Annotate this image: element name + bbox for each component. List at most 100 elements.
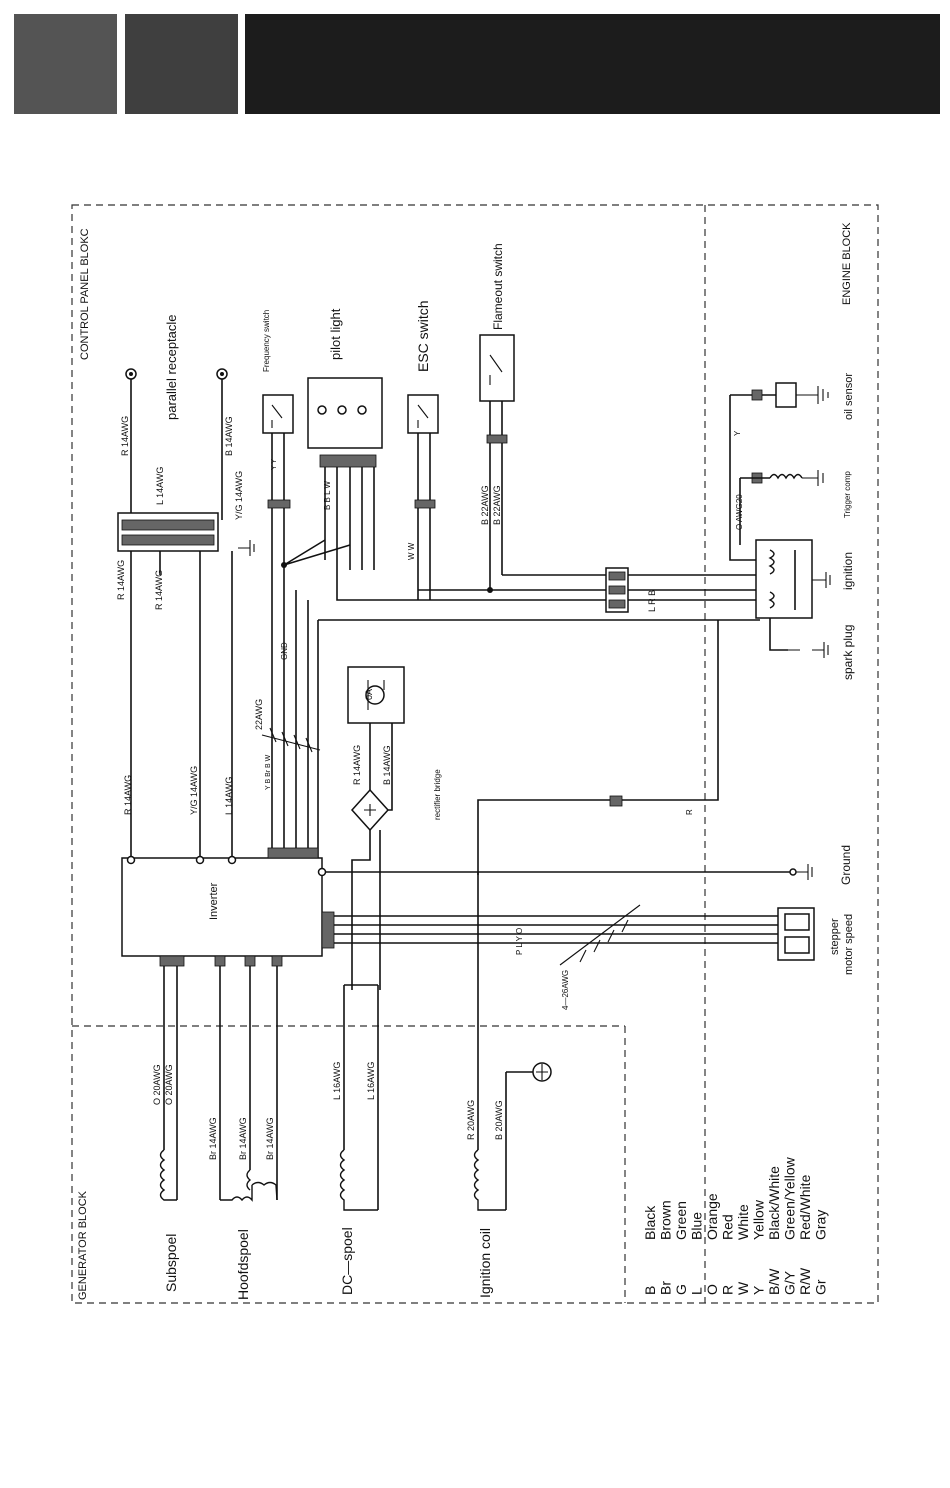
wire-bundle-ticks [261, 727, 321, 753]
subspoel-coil [159, 1149, 177, 1201]
flameout-switch-box [479, 334, 515, 402]
ignition-coil-label: Ignition coil [477, 1228, 493, 1298]
receptacle-ground [238, 540, 255, 556]
inverter-terminal-yg [195, 855, 205, 865]
legend-color-name: Gray [813, 1210, 829, 1240]
ground-line [326, 864, 813, 880]
flameout-switch-contact [489, 354, 503, 385]
hoofdspoel-label: Hoofdspoel [235, 1229, 251, 1300]
legend-code: R/W [797, 1267, 813, 1295]
stepper-label-line1: stepper [829, 918, 841, 955]
inverter-main-connector-1 [214, 955, 226, 967]
hoofdspoel [219, 966, 278, 1202]
engine-bus [281, 539, 760, 860]
color-legend: BBlackBrBrownGGreenLBlueOOrangeRRedWWhit… [642, 1156, 829, 1295]
legend-color-name: Black/White [766, 1166, 782, 1240]
stepper-bundle-ticks [559, 904, 641, 966]
frequency-switch-label: Frequency switch [262, 310, 271, 372]
receptacle-terminal-2-dot [220, 372, 224, 376]
esc-wire-label: W W [407, 542, 416, 560]
ignition-coil-winding [473, 1149, 506, 1211]
receptacle-terminal-1-dot [129, 372, 133, 376]
inverter-box [121, 857, 323, 957]
header-block-1 [14, 14, 117, 114]
ignition-ground [812, 572, 831, 588]
hoofdspoel-tap [246, 1169, 252, 1191]
inverter-main-connector-3 [271, 955, 283, 967]
legend-code: O [704, 1284, 720, 1295]
inverter-terminal-l [227, 855, 237, 865]
receptacle-bar-1 [121, 519, 215, 531]
rectifier-bridge-label: rectifier bridge [433, 769, 442, 820]
wire-label-l14: L 14AWG [155, 467, 165, 505]
wire-label-l16b: L 16AWG [366, 1062, 376, 1100]
wire-label-lrb: L R B [647, 590, 657, 612]
wire-label-b22: B 22AWG [480, 485, 490, 525]
pilot-light-label: pilot light [328, 308, 343, 360]
legend-code: B/W [766, 1268, 782, 1295]
outer-dashed-frame [71, 204, 879, 1304]
ground-terminal [789, 868, 797, 876]
inverter-terminal-dc [317, 867, 327, 877]
oil-sensor-label: oil sensor [843, 373, 855, 420]
inverter-top-connector [267, 847, 319, 859]
esc-switch-label: ESC switch [415, 300, 431, 372]
dc-spoel-label: DC—spoel [339, 1227, 355, 1295]
flameout-connector [486, 434, 508, 444]
ignition-coil [473, 872, 552, 1211]
dc-spoel-coil [339, 1149, 378, 1211]
engine-bus-pin-3 [608, 599, 626, 609]
inverter-sub-connector [159, 955, 185, 967]
flameout-switch-label: Flameout switch [491, 243, 505, 330]
spark-plug-label: spark plug [841, 625, 855, 680]
esc-connector [414, 499, 436, 509]
wire-label-r-return: R [685, 809, 694, 815]
legend-color-name: White [735, 1204, 751, 1240]
wire-pilot-join [336, 560, 362, 601]
frequency-switch-contact [271, 404, 283, 428]
wire-label-plyo: P L Y O [515, 928, 524, 955]
esc-switch-contact [417, 404, 429, 428]
generator-block-label: GENERATOR BLOCK [77, 1190, 89, 1300]
pilot-light [307, 377, 383, 570]
oil-sensor-ground [796, 386, 829, 404]
wire-label-y-oil: Y [733, 430, 742, 436]
wire-label-o20b: O 20AWG [164, 1064, 174, 1105]
rectifier-bridge [347, 666, 405, 990]
pilot-led-3 [357, 405, 367, 415]
subspoel [159, 966, 178, 1201]
legend-color-name: Red/White [797, 1174, 813, 1240]
rectifier-diode [364, 804, 376, 816]
header-bar [245, 14, 940, 114]
wire-label-22awg: 22AWG [254, 699, 264, 730]
ignition-module [755, 539, 831, 658]
legend-color-name: Green/Yellow [782, 1156, 798, 1240]
wire-label-yg14-top: Y/G 14AWG [234, 471, 244, 520]
wire-label-yg14-mid: Y/G 14AWG [189, 766, 199, 815]
inverter [121, 847, 335, 967]
freq-wire-label: Y Y [271, 459, 278, 470]
ignition-label: ignition [841, 552, 855, 590]
control-panel-block-label: CONTROL PANEL BLOKC [79, 228, 91, 360]
legend-code: B [642, 1286, 658, 1295]
inverter-terminal-r [126, 855, 136, 865]
ignition-coil-secondary [768, 591, 775, 609]
stepper-winding-1 [784, 913, 810, 931]
oil-sensor-terminal [751, 389, 763, 401]
receptacle-bar-2 [121, 534, 215, 546]
inverter-stepper-connector [321, 911, 335, 949]
trigger-comp [739, 470, 824, 545]
wire-label-4-26awg: 4—26AWG [561, 970, 570, 1010]
wire-gnd-fan [283, 539, 351, 566]
wire-label-r14-b: R 14AWG [154, 570, 164, 610]
ground-label: Ground [839, 845, 853, 885]
pilot-led-1 [317, 405, 327, 415]
legend-code: Gr [813, 1279, 829, 1295]
wire-spark-plug [769, 618, 788, 651]
return-connector [609, 795, 623, 807]
ground-symbol [796, 864, 813, 880]
wire-label-r14-top: R 14AWG [120, 416, 130, 456]
legend-color-name: Red [720, 1214, 736, 1240]
legend-color-name: Blue [689, 1212, 705, 1240]
